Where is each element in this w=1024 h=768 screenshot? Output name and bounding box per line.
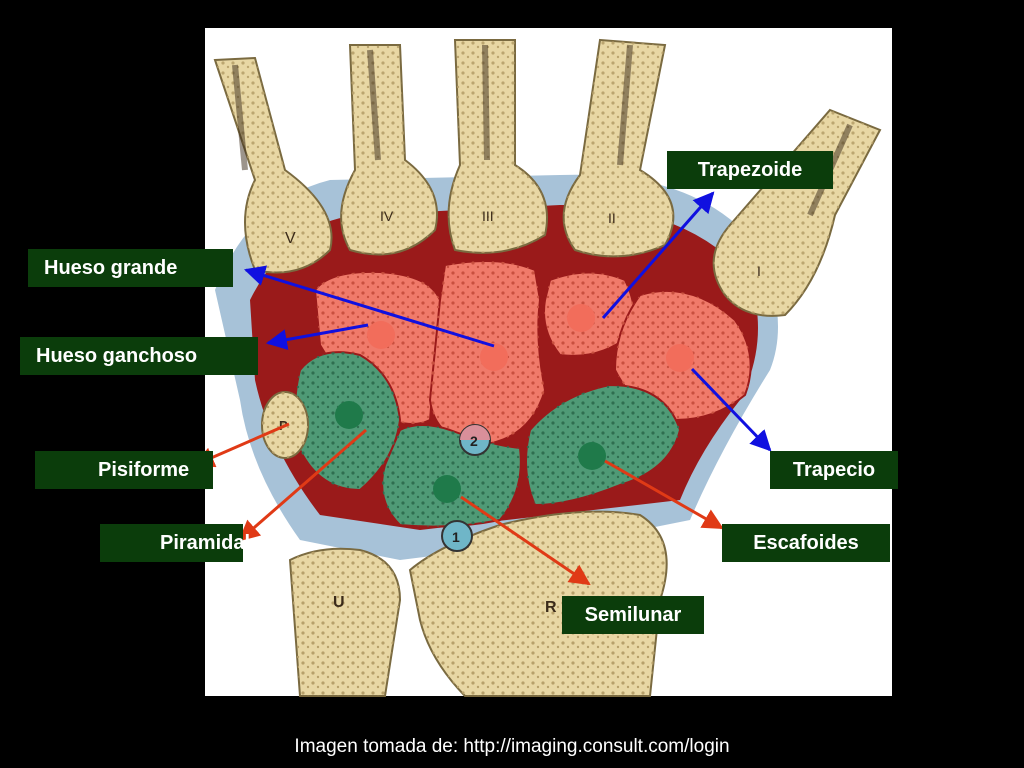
label-hueso-ganchoso: Hueso ganchoso — [20, 337, 258, 375]
arrow-piramidal — [238, 428, 367, 542]
ulna-mark: U — [333, 594, 345, 611]
label-trapezoide: Trapezoide — [667, 151, 833, 189]
svg-text:2: 2 — [470, 433, 478, 449]
joint-marker-1: 1 — [441, 520, 473, 552]
trapezium-dot — [666, 344, 694, 372]
pointer-arrows — [193, 191, 772, 586]
metacarpals: V IV III II I — [213, 38, 882, 317]
label-pisiforme: Pisiforme — [35, 451, 213, 489]
arrow-escafoides — [604, 459, 724, 530]
metacarpal-i-mark: I — [757, 263, 761, 279]
arrow-hueso-grande — [243, 265, 495, 348]
arrow-trapecio — [690, 367, 772, 452]
metacarpal-v-mark: V — [285, 230, 296, 247]
label-hueso-grande: Hueso grande — [28, 249, 233, 287]
joint-marker-2: 2 — [459, 424, 491, 456]
label-piramidal: Piramidal — [100, 524, 250, 562]
radius-mark: R — [545, 599, 557, 616]
metacarpal-iv-mark: IV — [380, 208, 394, 224]
capitate-dot — [480, 343, 508, 371]
svg-text:1: 1 — [452, 529, 460, 545]
scaphoid-dot — [578, 442, 606, 470]
trapezoid-dot — [567, 304, 595, 332]
arrow-semilunar — [460, 495, 591, 586]
forearm-bones: U R — [288, 510, 668, 697]
arrow-trapezoide — [601, 191, 715, 319]
lunate-dot — [433, 475, 461, 503]
label-trapecio: Trapecio — [770, 451, 898, 489]
label-escafoides: Escafoides — [722, 524, 890, 562]
metacarpal-iii-mark: III — [482, 208, 494, 224]
label-semilunar: Semilunar — [562, 596, 704, 634]
image-source-caption: Imagen tomada de: http://imaging.consult… — [294, 736, 730, 757]
hamate-dot — [367, 321, 395, 349]
pointer-dots — [335, 304, 694, 503]
metacarpal-ii-mark: II — [608, 210, 616, 226]
triquetrum-dot — [335, 401, 363, 429]
arrow-hueso-ganchoso — [265, 323, 369, 350]
